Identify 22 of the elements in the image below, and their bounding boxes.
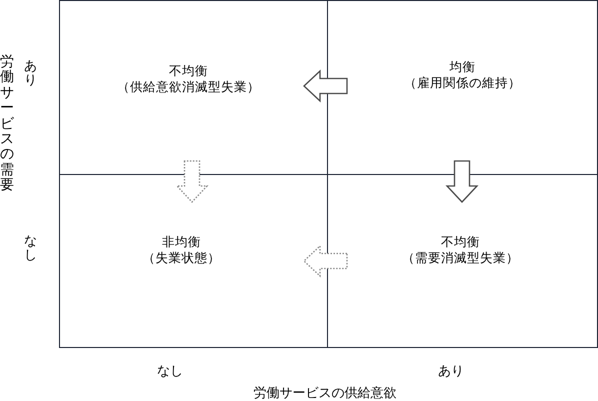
axis-value-label: なし [157,364,183,380]
quadrant [59,0,328,175]
state-description: （需要消滅型失業） [402,250,519,266]
quadrant [327,0,598,175]
block-arrow [176,160,208,203]
state-label: 非均衡 [162,234,201,250]
axis-value-label: あり [24,60,37,89]
quadrant [327,174,598,348]
quadrant [59,174,328,348]
block-arrow [303,244,348,278]
state-description: （雇用関係の維持） [404,75,521,91]
state-label: 不均衡 [441,234,480,250]
state-description: （供給意欲消滅型失業） [117,79,260,95]
block-arrow [303,70,348,102]
state-description: （失業状態） [142,250,220,266]
axis-title: 労働サービスの需要 [0,55,14,194]
block-arrow [446,160,478,203]
state-label: 不均衡 [169,63,208,79]
axis-value-label: なし [24,235,37,264]
axis-title: 労働サービスの供給意欲 [254,386,396,401]
state-label: 均衡 [450,59,476,75]
axis-value-label: あり [438,364,464,380]
